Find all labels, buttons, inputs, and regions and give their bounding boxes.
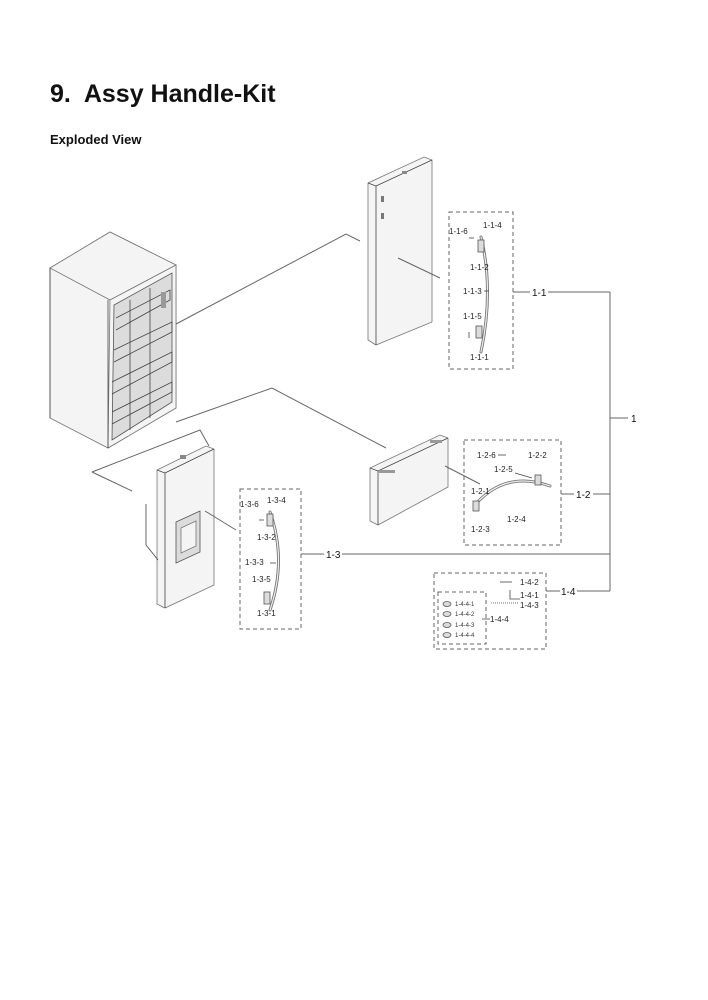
- hierarchy-connectors: [301, 291, 628, 592]
- label-1-4-4-1: 1-4-4-1: [455, 602, 475, 608]
- refrigerator-cabinet-illustration: [49, 231, 177, 449]
- label-1-4-4: 1-4-4: [490, 615, 509, 624]
- heading-number: 9.: [50, 80, 71, 108]
- label-1-2-5: 1-2-5: [494, 465, 513, 474]
- label-1-3-5: 1-3-5: [252, 575, 271, 584]
- label-1-3-4: 1-3-4: [267, 496, 286, 505]
- label-1-4-4-4: 1-4-4-4: [455, 633, 475, 639]
- page-heading: 9. Assy Handle-Kit: [50, 80, 276, 109]
- heading-title: Assy Handle-Kit: [83, 80, 276, 108]
- part-group-1-4: 1-4-2 1-4-1 1-4-3 1-4-4 1-4-4-1 1-4-4-2 …: [433, 572, 547, 650]
- label-1-1: 1-1: [532, 288, 547, 299]
- label-1-4-1: 1-4-1: [520, 591, 539, 600]
- label-root-1: 1: [631, 414, 637, 425]
- left-fridge-door-illustration: [145, 445, 215, 609]
- label-1-1-1: 1-1-1: [470, 353, 489, 362]
- label-1-4-4-2: 1-4-4-2: [455, 612, 475, 618]
- label-1-3: 1-3: [326, 550, 341, 561]
- label-1-3-3: 1-3-3: [245, 558, 264, 567]
- label-1-3-1: 1-3-1: [257, 609, 276, 618]
- label-1-2-6: 1-2-6: [477, 451, 496, 460]
- label-1-2-4: 1-2-4: [507, 515, 526, 524]
- label-1-4-3: 1-4-3: [520, 601, 539, 610]
- label-1-2-1: 1-2-1: [471, 487, 490, 496]
- label-1-1-3: 1-1-3: [463, 287, 482, 296]
- label-1-1-5: 1-1-5: [463, 312, 482, 321]
- label-1-2: 1-2: [576, 490, 591, 501]
- label-1-2-3: 1-2-3: [471, 525, 490, 534]
- label-1-4-2: 1-4-2: [520, 578, 539, 587]
- part-group-1-2: 1-2-6 1-2-2 1-2-5 1-2-1 1-2-4 1-2-3: [463, 439, 562, 546]
- label-1-4: 1-4: [561, 587, 576, 598]
- right-fridge-door-illustration: [367, 156, 433, 346]
- label-1-3-2: 1-3-2: [257, 533, 276, 542]
- label-1-2-2: 1-2-2: [528, 451, 547, 460]
- part-group-1-3: 1-3-6 1-3-4 1-3-2 1-3-3 1-3-5 1-3-1: [239, 488, 302, 630]
- label-1-1-2: 1-1-2: [470, 263, 489, 272]
- label-1-3-6: 1-3-6: [240, 500, 259, 509]
- label-1-4-4-3: 1-4-4-3: [455, 623, 475, 629]
- part-group-1-1: 1-1-6 1-1-4 1-1-2 1-1-3 1-1-5 1-1-1: [448, 211, 514, 370]
- label-1-1-6: 1-1-6: [449, 227, 468, 236]
- freezer-drawer-illustration: [369, 434, 449, 526]
- label-1-1-4: 1-1-4: [483, 221, 502, 230]
- section-subheading: Exploded View: [50, 132, 142, 147]
